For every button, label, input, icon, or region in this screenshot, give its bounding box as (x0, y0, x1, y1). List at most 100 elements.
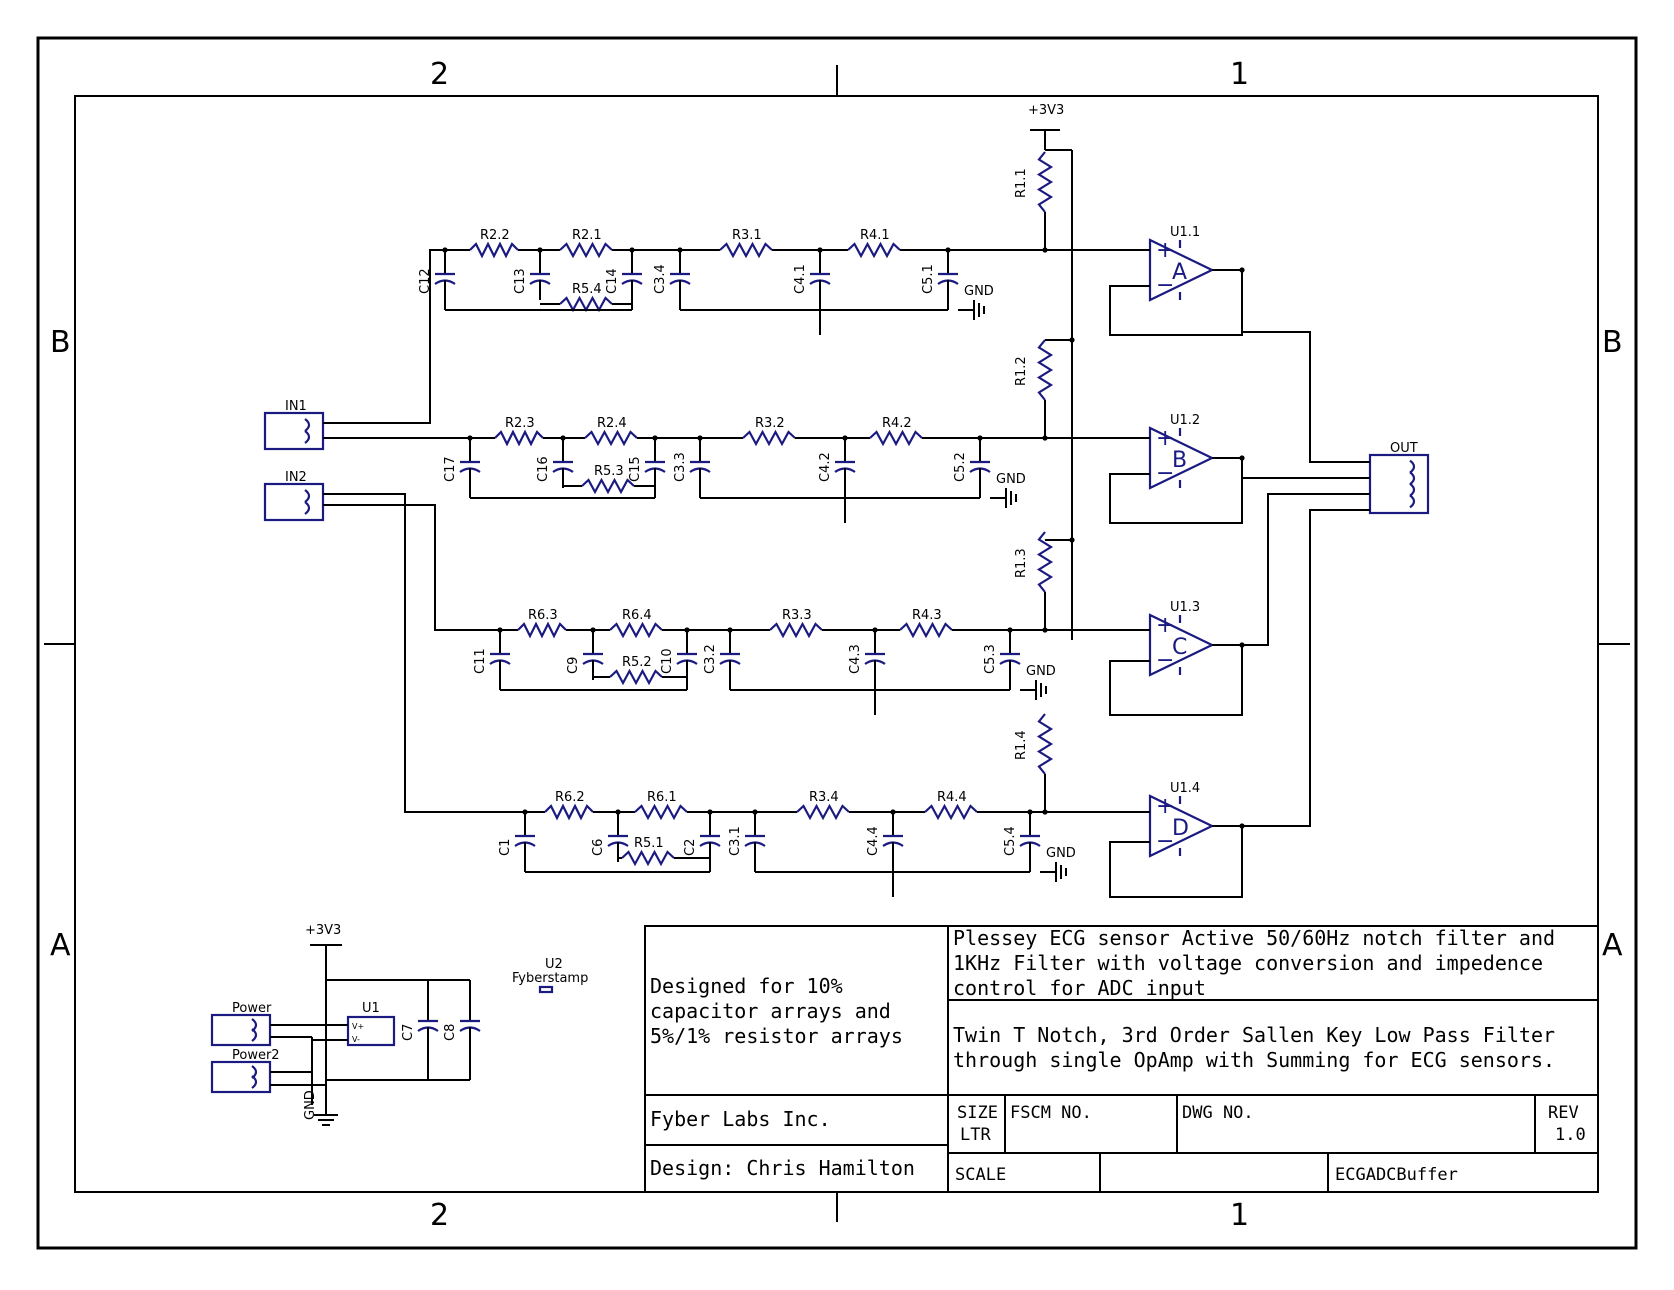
resistor-body (899, 621, 953, 639)
opamp-ref: U1.3 (1170, 600, 1200, 615)
resistor: R1.4 (1014, 713, 1054, 775)
vplus-label: V+ (352, 1022, 364, 1031)
junction-dot (1069, 337, 1075, 343)
zone-label-right-a: A (1602, 928, 1623, 963)
connector: Power2 (210, 1048, 280, 1094)
resistor-label: R3.4 (809, 790, 839, 805)
resistor-body (494, 429, 544, 447)
feedback-wire (1109, 269, 1243, 336)
resistor: R4.4 (924, 790, 978, 821)
capacitor: C5.2 (953, 446, 991, 488)
connector-pin (1409, 471, 1416, 486)
regulator-body (346, 1015, 396, 1047)
zone-label-left-a: A (50, 928, 71, 963)
minus-sign: − (1156, 273, 1174, 298)
capacitor: C3.4 (653, 258, 691, 300)
capacitor-label: C14 (605, 268, 620, 294)
capacitor: C5.1 (921, 258, 959, 300)
capacitor: C9 (566, 638, 604, 680)
resistor-label: R4.4 (937, 790, 967, 805)
ground-symbol: GND (990, 472, 1026, 508)
junction-dot (560, 435, 566, 441)
connector-body (1368, 453, 1430, 515)
capacitor: C4.4 (866, 820, 904, 862)
capacitor-label: C4.1 (793, 264, 808, 294)
resistor-body (742, 429, 796, 447)
resistor-label: R3.2 (755, 416, 785, 431)
plus-sign: + (1156, 426, 1174, 451)
size-value: LTR (960, 1125, 991, 1145)
title-block: Plessey ECG sensor Active 50/60Hz notch … (644, 925, 1599, 1193)
junction-dot (1042, 247, 1048, 253)
capacitor-label: C1 (498, 839, 513, 856)
dwg-label: DWG NO. (1182, 1103, 1254, 1123)
capacitor-label: C9 (566, 657, 581, 674)
capacitor: C6 (591, 820, 629, 862)
resistor-body (609, 621, 663, 639)
resistor: R2.1 (559, 228, 613, 259)
resistor-label: R5.3 (594, 464, 624, 479)
junction-dot (615, 809, 621, 815)
capacitor-label: C10 (660, 648, 675, 674)
opamp-a: +−AU1.1 (1148, 225, 1215, 302)
connector: OUT (1368, 441, 1430, 515)
zone-label-bottom-1: 1 (1230, 1198, 1249, 1233)
capacitor-label: C6 (591, 839, 606, 856)
resistor-label: R6.3 (528, 608, 558, 623)
capacitor: C11 (473, 638, 511, 680)
capacitor: C5.4 (1003, 820, 1041, 862)
ground-label: GND (996, 472, 1026, 487)
module-name: Fyberstamp (512, 971, 588, 986)
module-ref: U2 (545, 957, 563, 972)
ground-symbol: GND (958, 284, 994, 320)
junction-dot (1239, 455, 1245, 461)
connector-pin (304, 501, 311, 515)
resistor-label: R2.3 (505, 416, 535, 431)
connector: Power (210, 1001, 272, 1047)
junction-dot (1042, 809, 1048, 815)
resistor-body (581, 477, 635, 495)
capacitor: C16 (536, 446, 574, 488)
junction-dot (945, 247, 951, 253)
junction-dot (842, 435, 848, 441)
resistor: R6.1 (634, 790, 688, 821)
connector-label: OUT (1390, 441, 1418, 456)
outer-frame (36, 36, 1638, 1250)
capacitor: C4.2 (818, 446, 856, 488)
capacitor: C3.1 (728, 820, 766, 862)
resistor-label: R1.4 (1014, 730, 1029, 760)
connector-pin (304, 489, 311, 503)
resistor-body (769, 621, 823, 639)
opamp-ref: U1.4 (1170, 781, 1200, 796)
vminus-label: V- (352, 1035, 360, 1044)
opamp-d: +−DU1.4 (1148, 781, 1215, 858)
junction-dot (537, 247, 543, 253)
capacitor-label: C3.1 (728, 826, 743, 856)
resistor-label: R2.2 (480, 228, 510, 243)
resistor: R1.1 (1014, 151, 1054, 213)
ground-label: GND (1046, 846, 1076, 861)
resistor: R4.3 (899, 608, 953, 639)
minus-sign: − (1156, 461, 1174, 486)
feedback-wire (1109, 457, 1243, 524)
opamp-c: +−CU1.3 (1148, 600, 1215, 677)
opamp-b: +−BU1.2 (1148, 413, 1215, 490)
resistor: R3.3 (769, 608, 823, 639)
sheet-name: ECGADCBuffer (1335, 1165, 1458, 1185)
designer-name: Design: Chris Hamilton (650, 1156, 915, 1180)
capacitor-label: C3.2 (703, 644, 718, 674)
out-d-wire (1242, 509, 1370, 827)
capacitor-label: C4.4 (866, 826, 881, 856)
capacitor: C3.2 (703, 638, 741, 680)
capacitor: C3.3 (673, 446, 711, 488)
in2-pin2-wire (323, 504, 500, 631)
title-block-frame (644, 925, 1599, 1193)
connector-pin (1409, 482, 1416, 497)
in1-pin1-wire (323, 249, 445, 424)
resistor-body (719, 241, 773, 259)
resistor-label: R4.1 (860, 228, 890, 243)
junction-dot (752, 809, 758, 815)
